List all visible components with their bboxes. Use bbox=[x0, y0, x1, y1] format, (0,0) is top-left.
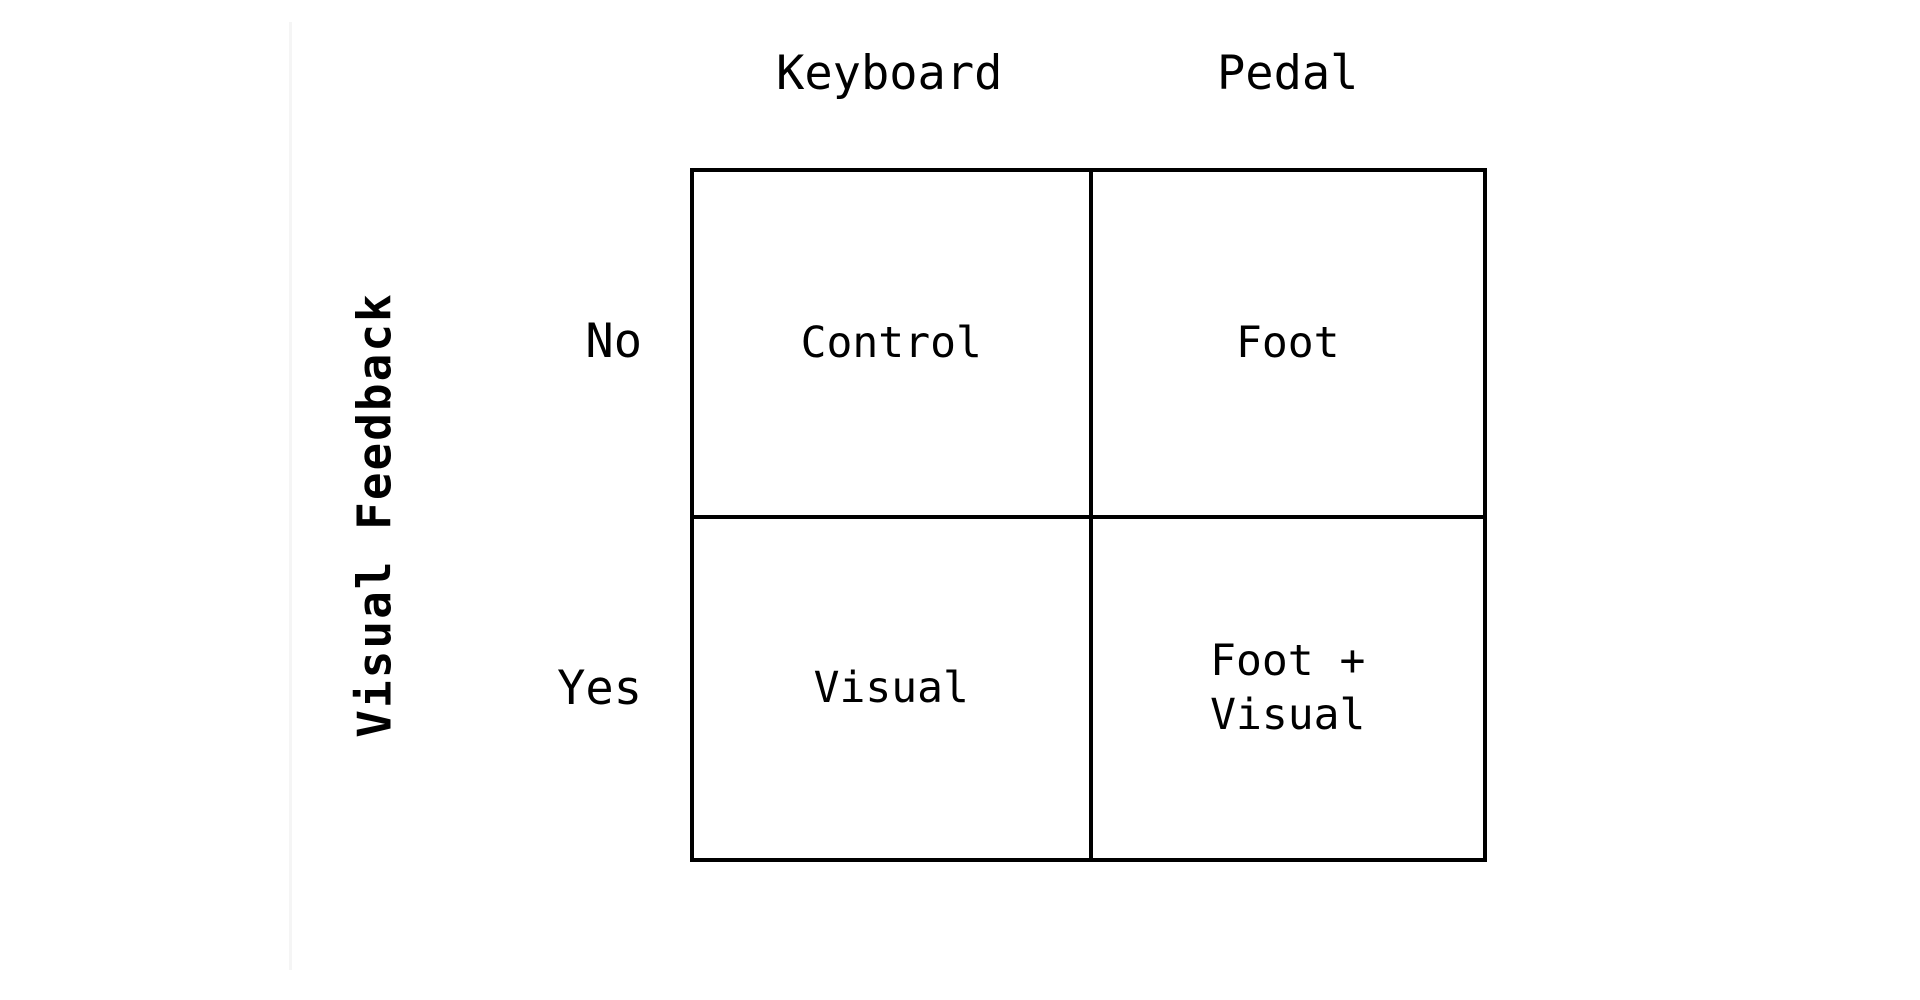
row-header-yes: Yes bbox=[557, 661, 642, 716]
row-header-column: No Yes bbox=[430, 168, 660, 862]
row-header-no: No bbox=[585, 314, 642, 369]
left-edge-rule bbox=[289, 22, 292, 970]
column-header-keyboard: Keyboard bbox=[776, 45, 1003, 101]
matrix-cell-control: Control bbox=[694, 172, 1089, 515]
matrix-cell-foot: Foot bbox=[1088, 172, 1483, 515]
column-header-pedal: Pedal bbox=[1217, 45, 1359, 101]
column-header-row: Keyboard Pedal bbox=[690, 28, 1487, 118]
matrix-cell-foot-visual: Foot + Visual bbox=[1088, 515, 1483, 858]
row-axis-title: Visual Feedback bbox=[348, 292, 403, 738]
condition-matrix-grid: Control Foot Visual Foot + Visual bbox=[690, 168, 1487, 862]
matrix-cell-visual: Visual bbox=[694, 515, 1089, 858]
row-axis-title-container: Visual Feedback bbox=[340, 168, 410, 862]
